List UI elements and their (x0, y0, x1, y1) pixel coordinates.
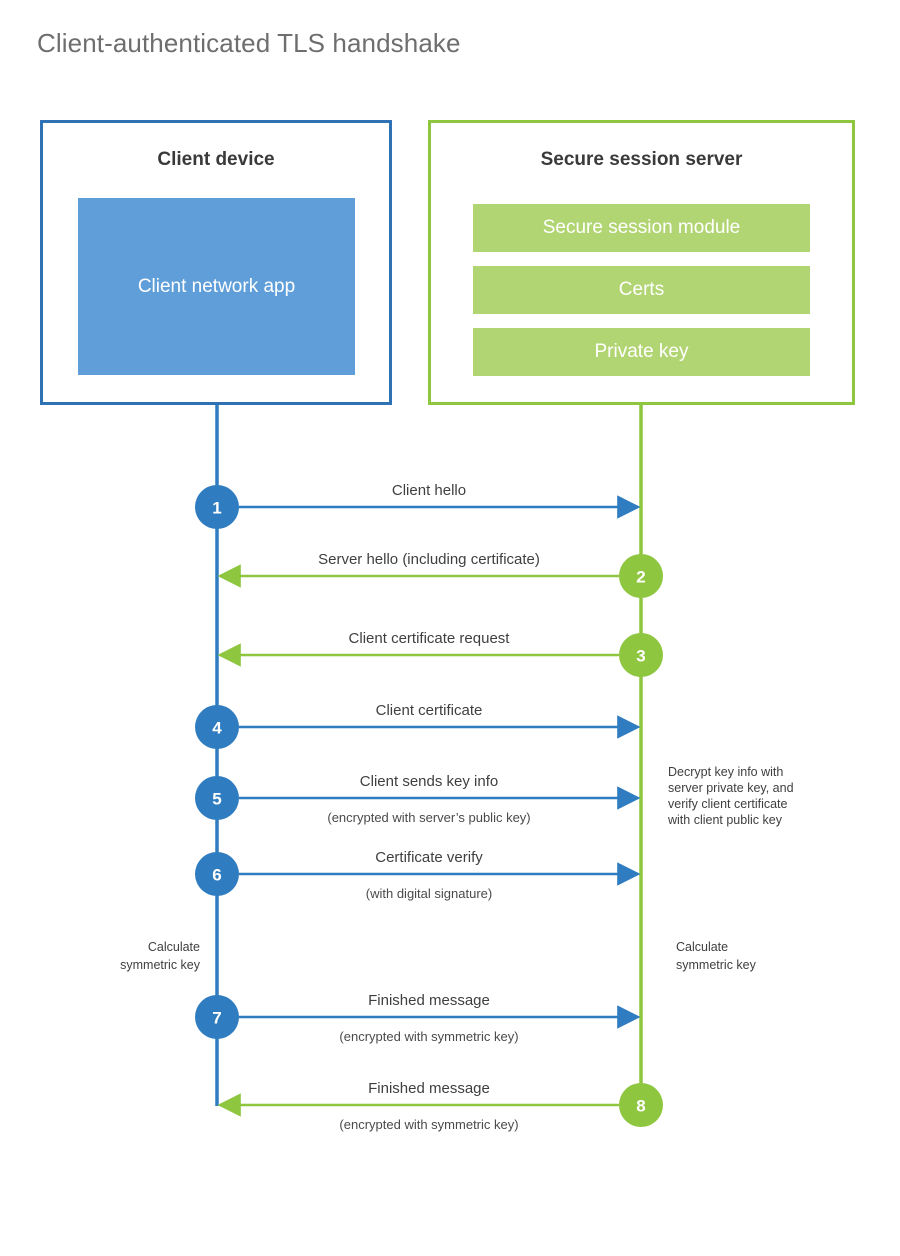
step-circle-7[interactable] (195, 995, 239, 1039)
note-server-decrypt-line-1: Decrypt key info with (668, 765, 783, 779)
step-number-8: 8 (636, 1097, 645, 1116)
message-label-step-5: Client sends key info (360, 773, 498, 790)
step-number-4: 4 (212, 719, 222, 738)
step-number-1: 1 (212, 499, 221, 518)
sequence-step-4: Client certificate 4 (195, 702, 641, 749)
message-sublabel-step-8: (encrypted with symmetric key) (339, 1117, 518, 1132)
server-component-certs: Certs (473, 266, 810, 314)
message-sublabel-step-7: (encrypted with symmetric key) (339, 1029, 518, 1044)
note-server-decrypt: Decrypt key info with server private key… (667, 765, 794, 827)
note-server-calc-line-1: Calculate (676, 940, 728, 954)
note-server-decrypt-line-2: server private key, and (668, 781, 794, 795)
sequence-step-6: Certificate verify (with digital signatur… (195, 849, 641, 901)
secure-session-server-box: Secure session server Secure session mod… (428, 120, 855, 405)
message-label-step-3: Client certificate request (349, 630, 511, 647)
server-component-secure-session-module: Secure session module (473, 204, 810, 252)
server-component-private-key: Private key (473, 328, 810, 376)
note-server-decrypt-line-4: with client public key (667, 813, 783, 827)
step-circle-2[interactable] (619, 554, 663, 598)
sequence-step-5: Client sends key info (encrypted with ser… (195, 773, 641, 825)
step-circle-1[interactable] (195, 485, 239, 529)
message-label-step-1: Client hello (392, 482, 466, 499)
step-number-7: 7 (212, 1009, 221, 1028)
message-sublabel-step-5: (encrypted with server’s public key) (327, 810, 530, 825)
step-circle-3[interactable] (619, 633, 663, 677)
step-number-5: 5 (212, 790, 221, 809)
sequence-step-2: Server hello (including certificate) 2 (217, 551, 663, 598)
step-circle-4[interactable] (195, 705, 239, 749)
client-device-title: Client device (157, 149, 275, 170)
note-server-calculate-symmetric-key: Calculate symmetric key (676, 940, 757, 972)
client-device-box: Client device Client network app (40, 120, 392, 405)
page-title: Client-authenticated TLS handshake (37, 28, 461, 58)
note-server-decrypt-line-3: verify client certificate (668, 797, 788, 811)
message-sublabel-step-6: (with digital signature) (366, 886, 492, 901)
step-number-6: 6 (212, 866, 221, 885)
note-client-calculate-symmetric-key: Calculate symmetric key (120, 940, 201, 972)
message-label-step-4: Client certificate (376, 702, 483, 719)
step-circle-5[interactable] (195, 776, 239, 820)
step-number-3: 3 (636, 647, 645, 666)
message-label-step-2: Server hello (including certificate) (318, 551, 540, 568)
client-network-app-block: Client network app (78, 198, 355, 375)
message-label-step-8: Finished message (368, 1080, 490, 1097)
sequence-step-8: Finished message (encrypted with symmetri… (217, 1080, 663, 1132)
step-number-2: 2 (636, 568, 645, 587)
sequence-step-7: Finished message (encrypted with symmetri… (195, 992, 641, 1044)
secure-session-server-title: Secure session server (540, 149, 743, 170)
message-label-step-7: Finished message (368, 992, 490, 1009)
step-circle-8[interactable] (619, 1083, 663, 1127)
sequence-step-1: Client hello 1 (195, 482, 641, 529)
note-server-calc-line-2: symmetric key (676, 958, 757, 972)
sequence-step-3: Client certificate request 3 (217, 630, 663, 677)
step-circle-6[interactable] (195, 852, 239, 896)
message-label-step-6: Certificate verify (375, 849, 483, 866)
note-client-calc-line-2: symmetric key (120, 958, 201, 972)
note-client-calc-line-1: Calculate (148, 940, 200, 954)
